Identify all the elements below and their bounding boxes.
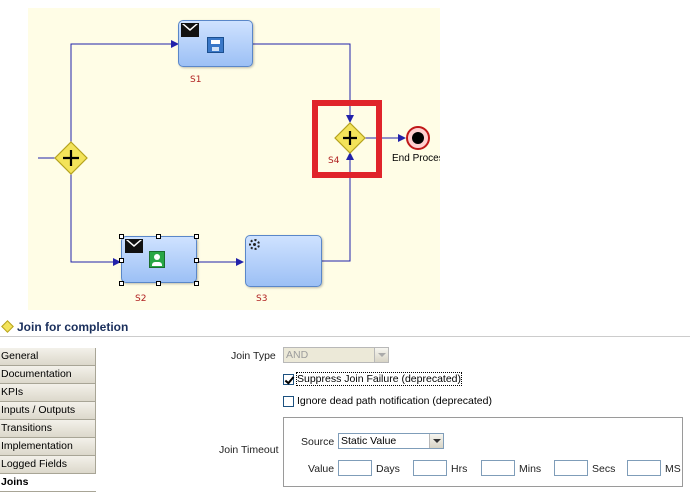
suppress-join-failure-checkbox[interactable] — [283, 374, 294, 385]
selection-handle[interactable] — [194, 281, 199, 286]
flow-split-to-s1 — [70, 40, 179, 143]
hours-label: Hrs — [451, 463, 468, 475]
selection-handle[interactable] — [194, 234, 199, 239]
task-s1[interactable] — [178, 20, 253, 67]
tab-inputs-outputs[interactable]: Inputs / Outputs — [0, 402, 96, 420]
selection-handle[interactable] — [156, 234, 161, 239]
task-s3[interactable] — [245, 235, 322, 287]
tab-kpis[interactable]: KPIs — [0, 384, 96, 402]
end-event-label: End Process — [392, 153, 440, 164]
tab-transitions[interactable]: Transitions — [0, 420, 96, 438]
join-gateway-label: S4 — [328, 156, 340, 166]
suppress-join-failure-label[interactable]: Suppress Join Failure (deprecated) — [295, 372, 463, 386]
seconds-input[interactable] — [554, 460, 588, 476]
selection-handle[interactable] — [119, 234, 124, 239]
properties-header: Join for completion — [0, 317, 690, 337]
join-type-value: AND — [286, 349, 309, 361]
envelope-icon — [125, 239, 143, 253]
hours-input[interactable] — [413, 460, 447, 476]
user-task-icon — [149, 251, 165, 268]
minutes-input[interactable] — [481, 460, 515, 476]
selection-handle[interactable] — [119, 258, 124, 263]
join-type-label: Join Type — [231, 350, 276, 362]
properties-tabs: General Documentation KPIs Inputs / Outp… — [0, 348, 96, 492]
selection-handle[interactable] — [194, 258, 199, 263]
end-event[interactable] — [406, 126, 430, 150]
flow-split-to-s2 — [70, 173, 121, 266]
chevron-down-icon[interactable] — [374, 348, 388, 362]
gear-icon — [249, 239, 260, 250]
source-label: Source — [301, 436, 335, 448]
properties-title: Join for completion — [17, 320, 129, 334]
task-s2-label: S2 — [135, 294, 147, 304]
flow-s3-to-join — [322, 152, 354, 262]
join-type-select[interactable]: AND — [283, 347, 389, 363]
tab-general[interactable]: General — [0, 348, 96, 366]
task-s3-label: S3 — [256, 294, 268, 304]
tab-joins[interactable]: Joins — [0, 474, 96, 492]
source-select[interactable]: Static Value — [338, 433, 444, 449]
milliseconds-label: MS — [665, 463, 681, 475]
join-timeout-group — [283, 417, 683, 487]
minutes-label: Mins — [519, 463, 542, 475]
selection-handle[interactable] — [119, 281, 124, 286]
task-s2[interactable] — [121, 236, 197, 283]
save-form-icon — [207, 37, 224, 53]
ignore-dead-path-checkbox[interactable] — [283, 396, 294, 407]
task-s1-label: S1 — [190, 75, 202, 85]
parallel-join-gateway[interactable] — [334, 122, 366, 154]
tab-documentation[interactable]: Documentation — [0, 366, 96, 384]
flow-s1-to-join — [253, 43, 354, 123]
tab-implementation[interactable]: Implementation — [0, 438, 96, 456]
selection-handle[interactable] — [156, 281, 161, 286]
gateway-diamond-icon — [1, 320, 14, 333]
envelope-icon — [181, 23, 199, 37]
chevron-down-icon[interactable] — [429, 434, 443, 448]
ignore-dead-path-label[interactable]: Ignore dead path notification (deprecate… — [297, 395, 492, 407]
days-input[interactable] — [338, 460, 372, 476]
milliseconds-input[interactable] — [627, 460, 661, 476]
process-canvas[interactable]: S1 S2 S3 S4 End Process — [0, 0, 690, 312]
seconds-label: Secs — [592, 463, 616, 475]
value-label: Value — [308, 463, 335, 475]
parallel-split-gateway[interactable] — [54, 141, 88, 175]
sequence-flows — [38, 40, 430, 266]
source-value: Static Value — [341, 435, 397, 447]
highlight-box — [312, 100, 382, 178]
days-label: Days — [376, 463, 400, 475]
join-timeout-label: Join Timeout — [219, 444, 279, 456]
tab-logged-fields[interactable]: Logged Fields — [0, 456, 96, 474]
